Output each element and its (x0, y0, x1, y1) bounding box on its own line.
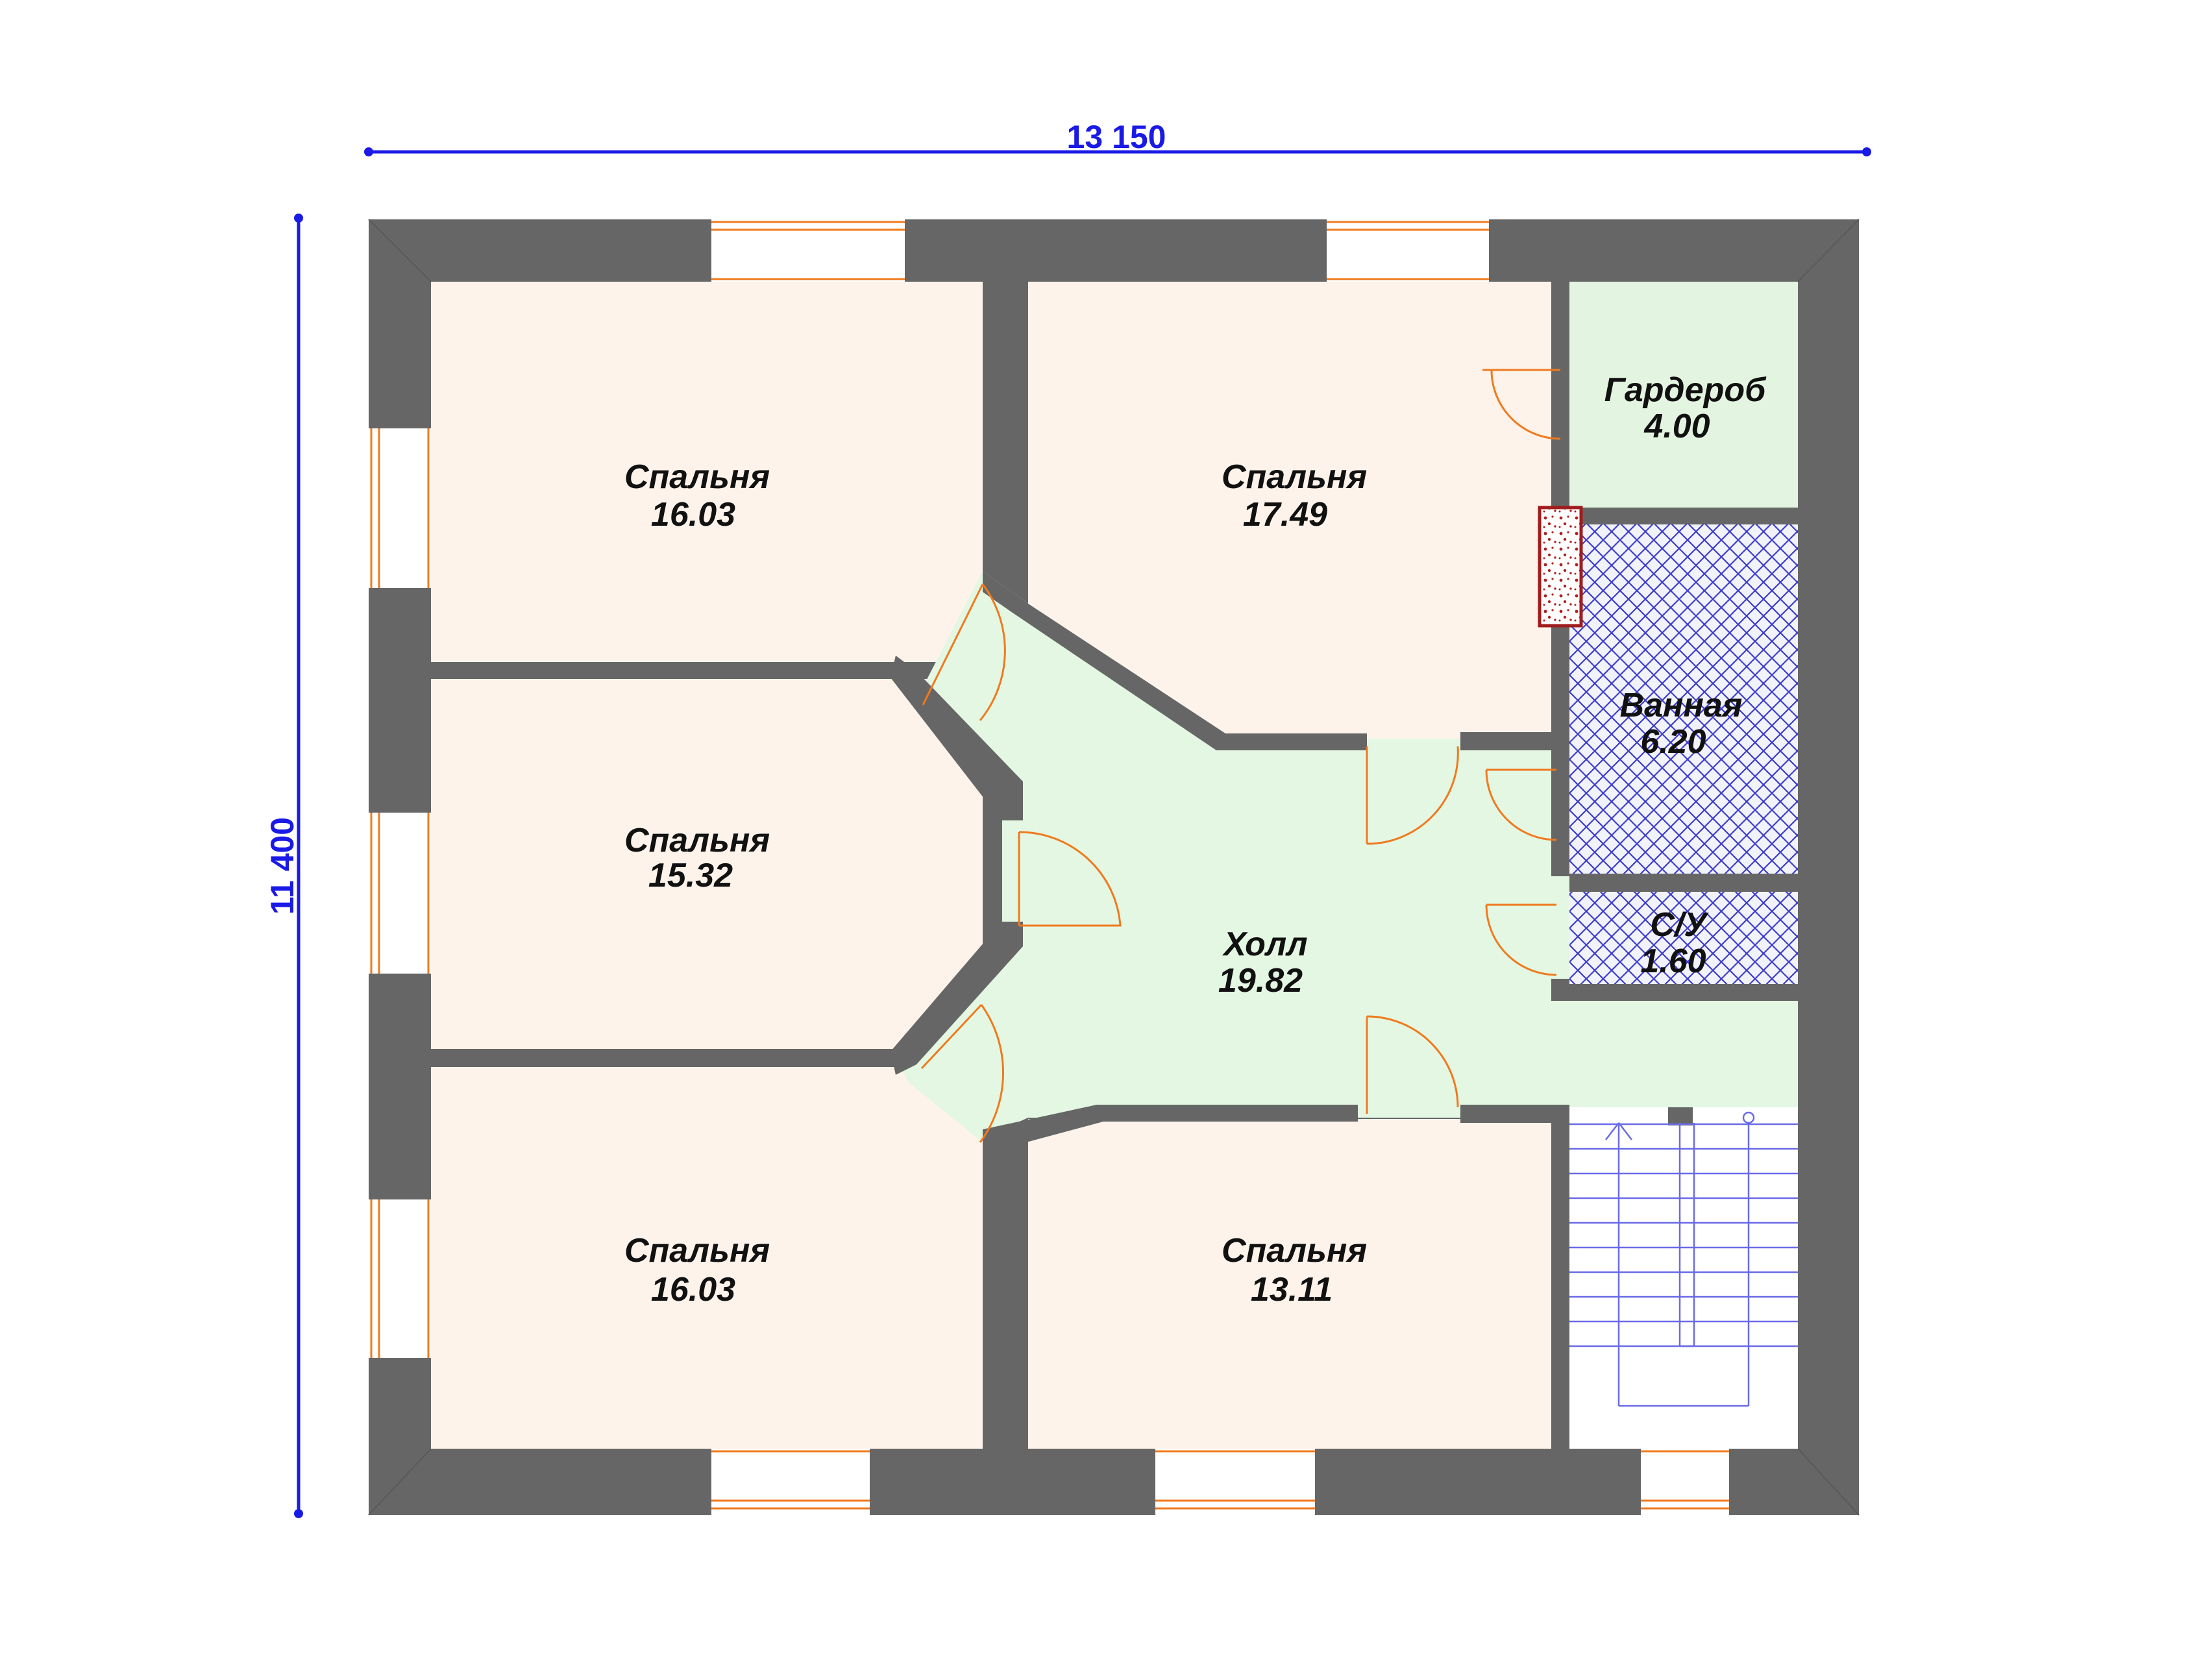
label-wc: С/У 1.60 (1640, 906, 1709, 980)
room-name: Спальня (624, 822, 770, 859)
wall-vertical (1551, 282, 1569, 360)
window-left-2 (369, 813, 431, 974)
room-area: 16.03 (651, 496, 735, 534)
diagonal-wall-bottom (983, 1105, 1358, 1150)
room-name: Спальня (624, 458, 770, 496)
room-name: Ванная (1620, 687, 1743, 724)
wall-vertical (983, 282, 1028, 571)
room-name: Гардероб (1604, 371, 1767, 409)
wardrobe-room (1569, 282, 1798, 508)
width-dimension: 13 150 (364, 119, 1871, 156)
label-wardrobe: Гардероб 4.00 (1604, 371, 1767, 445)
room-area: 19.82 (1218, 962, 1303, 1000)
room-area: 16.03 (651, 1271, 735, 1309)
label-bedroom-middle-left: Спальня 15.32 (624, 822, 770, 894)
window-bottom-1 (711, 1449, 870, 1515)
label-bathroom: Ванная 6.20 (1620, 687, 1743, 761)
label-bedroom-bottom-left: Спальня 16.03 (624, 1232, 770, 1309)
height-dimension-label: 11 400 (264, 817, 301, 915)
room-area: 1.60 (1640, 942, 1706, 980)
room-area: 15.32 (648, 857, 733, 894)
window-bottom-2 (1155, 1449, 1315, 1515)
hall-room (898, 571, 1798, 1142)
wall-vertical (983, 1150, 1028, 1449)
bedroom-bottom-middle (1028, 1119, 1551, 1449)
window-left-3 (369, 1199, 431, 1358)
window-top-2 (1327, 219, 1489, 282)
corner-marks (368, 219, 1860, 1516)
label-bedroom-bottom-middle: Спальня 13.11 (1222, 1232, 1367, 1309)
room-area: 13.11 (1251, 1271, 1333, 1309)
room-name: Спальня (1222, 1232, 1367, 1270)
diagonal-wall-top (983, 571, 1367, 750)
room-area: 4.00 (1643, 408, 1710, 445)
room-area: 17.49 (1243, 496, 1327, 534)
stair-area (1569, 1107, 1798, 1449)
wall-segment (1460, 732, 1551, 750)
height-dimension: 11 400 (264, 214, 303, 1518)
door-bathroom (1485, 768, 1557, 841)
wall-vertical (1551, 979, 1569, 1001)
room-name: С/У (1650, 906, 1709, 944)
room-name: Спальня (1222, 458, 1367, 496)
door-bedroom-top-left (922, 584, 1006, 721)
room-area: 6.20 (1640, 723, 1706, 761)
label-bedroom-top-left: Спальня 16.03 (624, 458, 770, 534)
bedroom-bottom-left (431, 1067, 983, 1449)
label-bedroom-top-middle: Спальня 17.49 (1222, 458, 1367, 534)
wc-room (1569, 892, 1798, 984)
window-left-1 (369, 428, 431, 588)
wall-vertical (1551, 844, 1569, 876)
bedroom-middle-left (431, 679, 983, 1049)
width-dimension-label: 13 150 (1067, 119, 1166, 155)
bedroom-top-left (431, 282, 983, 662)
door-wc (1485, 903, 1557, 976)
diagonal-wall-left-lower (891, 922, 1023, 1075)
room-name: Спальня (624, 1232, 770, 1270)
door-bedroom-top-middle (1366, 746, 1459, 845)
bathroom-room (1569, 524, 1798, 874)
door-wardrobe (1482, 369, 1561, 440)
door-bedroom-bottom-left (920, 1003, 1004, 1143)
diagonal-wall-left-upper (891, 656, 1023, 820)
door-bedroom-bottom-middle (1366, 1015, 1459, 1114)
chimney-block (1538, 506, 1583, 628)
room-name: Холл (1222, 926, 1307, 963)
wall-vertical (1551, 1119, 1569, 1449)
label-hall: Холл 19.82 (1218, 926, 1308, 1000)
window-top-1 (711, 219, 905, 282)
window-bottom-3 (1641, 1449, 1729, 1515)
staircase (1569, 1111, 1798, 1407)
door-bedroom-middle-left (1018, 831, 1122, 927)
stair-wall (1668, 1107, 1693, 1125)
